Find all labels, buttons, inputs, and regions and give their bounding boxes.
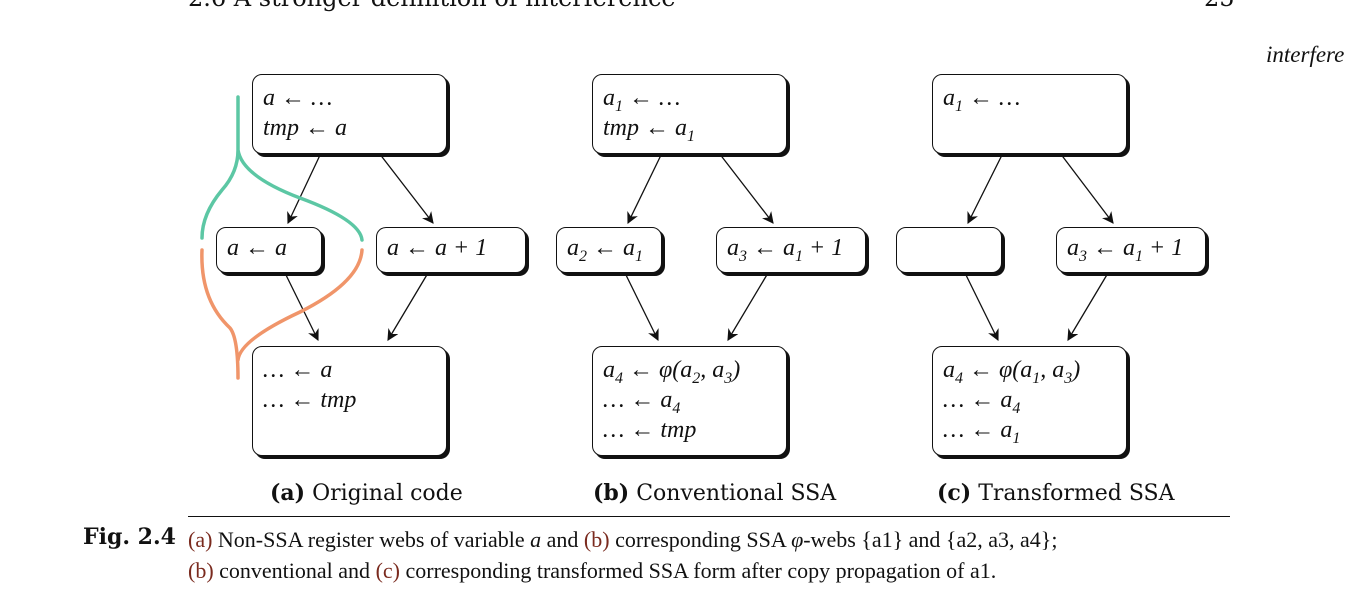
code-line: a ← a + 1 <box>387 235 488 261</box>
edge-b-top-right <box>718 152 774 224</box>
edge-a-right-bottom <box>387 272 429 342</box>
code-line: tmp ← a <box>263 115 347 141</box>
code-line: a3 ← a1 + 1 <box>727 235 844 265</box>
subfigure-label-b: (b) Conventional SSA <box>593 480 837 506</box>
caption-line-1: (a) Non-SSA register webs of variable a … <box>188 527 1058 552</box>
running-header-title: 2.6 A stronger definition of interferenc… <box>188 0 676 12</box>
code-line: a ← … <box>263 85 333 111</box>
caption-rule <box>188 516 1230 517</box>
subfigure-label-a: (a) Original code <box>270 480 463 506</box>
register-web-tmp <box>200 95 364 242</box>
block-c-top: a1 ← … <box>932 74 1127 154</box>
block-a-left: a ← a <box>216 227 322 273</box>
code-line: a3 ← a1 + 1 <box>1067 235 1184 265</box>
block-a-top: a ← … tmp ← a <box>252 74 447 154</box>
code-line: a ← a <box>227 235 287 261</box>
block-a-right: a ← a + 1 <box>376 227 526 273</box>
edge-b-left-bottom <box>624 272 659 342</box>
code-line: a1 ← … <box>603 85 681 115</box>
code-line: a4 ← φ(a2, a3) <box>603 357 741 387</box>
block-b-top: a1 ← … tmp ← a1 <box>592 74 787 154</box>
edge-c-left-bottom <box>964 272 999 342</box>
block-c-left-empty <box>896 227 1002 273</box>
edge-a-top-left <box>287 152 322 225</box>
edge-b-top-left <box>627 152 663 225</box>
edge-b-right-bottom <box>727 272 769 342</box>
code-line: a2 ← a1 <box>567 235 643 265</box>
figure-label: Fig. 2.4 <box>83 524 176 550</box>
caption-line-2: (b) conventional and (c) corresponding t… <box>188 558 997 583</box>
code-line: … ← a <box>263 357 333 383</box>
edge-a-left-bottom <box>284 272 319 342</box>
figure-caption: (a) Non-SSA register webs of variable a … <box>188 524 1248 586</box>
code-line: tmp ← a1 <box>603 115 695 145</box>
block-c-right: a3 ← a1 + 1 <box>1056 227 1206 273</box>
page-number: 25 <box>1204 0 1235 12</box>
block-a-bottom: … ← a … ← tmp <box>252 346 447 456</box>
edge-a-top-right <box>378 152 434 224</box>
code-line: … ← a4 <box>603 387 681 417</box>
edge-c-top-right <box>1059 152 1114 224</box>
edge-c-right-bottom <box>1067 272 1109 342</box>
code-line: a4 ← φ(a1, a3) <box>943 357 1081 387</box>
margin-word: interfere <box>1266 42 1345 67</box>
code-line: … ← tmp <box>603 417 697 443</box>
edge-c-top-left <box>967 152 1004 225</box>
code-line: … ← a4 <box>943 387 1021 417</box>
block-b-left: a2 ← a1 <box>556 227 662 273</box>
block-b-right: a3 ← a1 + 1 <box>716 227 866 273</box>
code-line: a1 ← … <box>943 85 1021 115</box>
subfigure-label-c: (c) Transformed SSA <box>937 480 1175 506</box>
block-c-bottom: a4 ← φ(a1, a3) … ← a4 … ← a1 <box>932 346 1127 456</box>
block-b-bottom: a4 ← φ(a2, a3) … ← a4 … ← tmp <box>592 346 787 456</box>
code-line: … ← a1 <box>943 417 1021 447</box>
register-web-a <box>200 248 364 380</box>
code-line: … ← tmp <box>263 387 357 413</box>
